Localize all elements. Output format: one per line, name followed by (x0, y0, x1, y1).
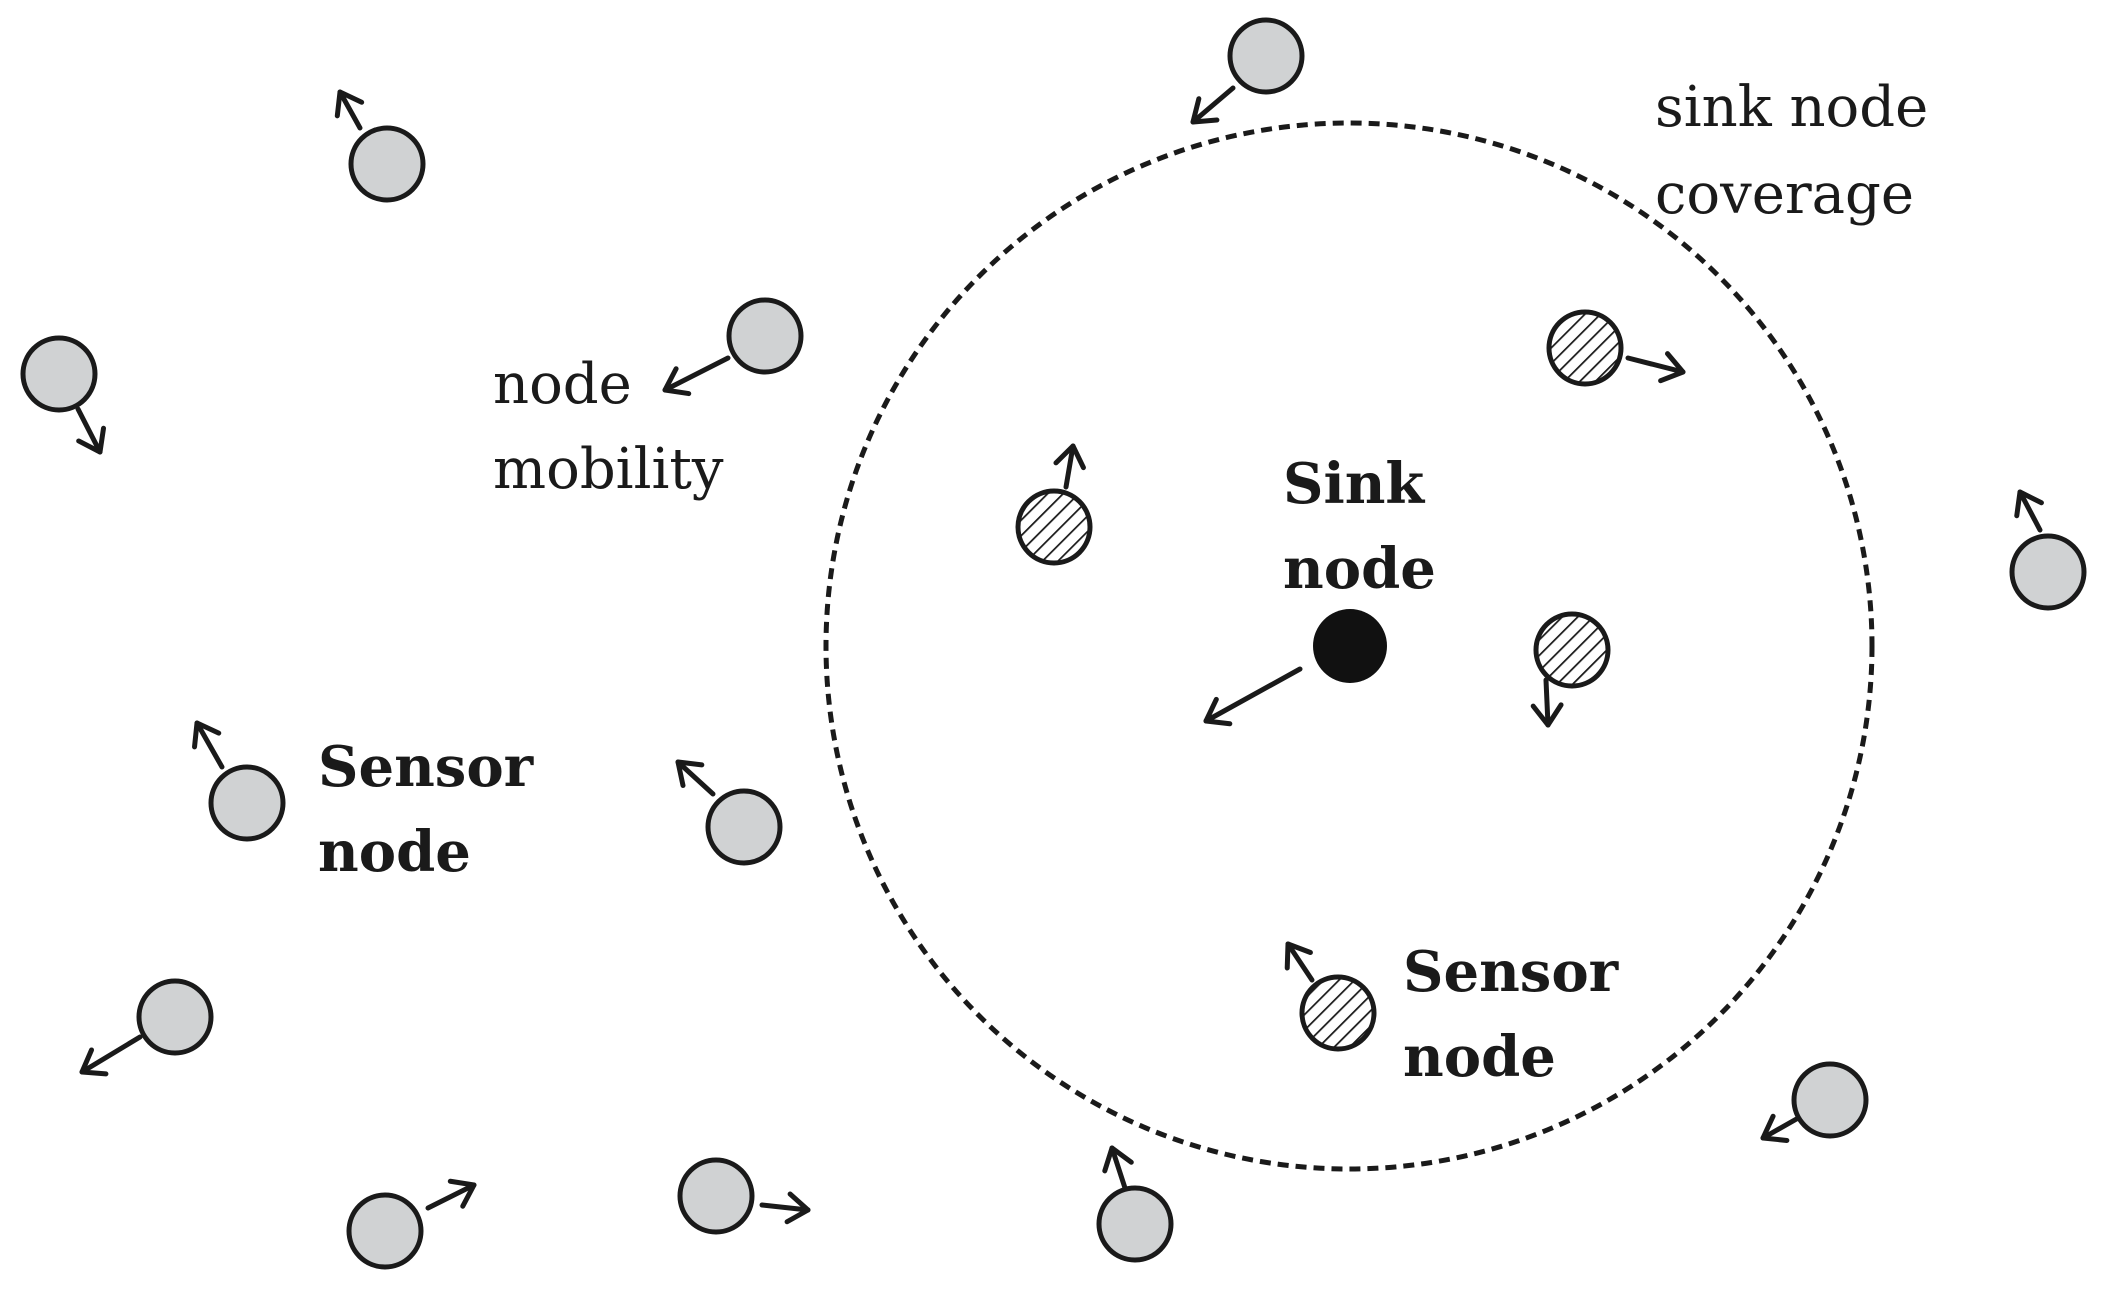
sensor-node-outside-coverage (705, 788, 783, 866)
arrow-head (79, 1047, 109, 1077)
arrow-head (447, 1178, 477, 1209)
arrow-shaft (1625, 355, 1686, 375)
arrow-shaft (337, 89, 363, 131)
arrow-shaft (759, 1202, 811, 1213)
arrow-shaft (1760, 1114, 1803, 1141)
mobility-arrow-13 (1053, 443, 1086, 490)
mobility-arrow-9 (1760, 1113, 1803, 1143)
sensor-node-outside-coverage (1791, 1061, 1869, 1139)
sink-node (1313, 609, 1387, 683)
mobility-arrow-12 (1102, 1145, 1134, 1191)
sensor-right-label-line2: node (1403, 1024, 1556, 1090)
mobility-arrow-6 (192, 720, 225, 770)
arrow-shaft (675, 759, 716, 797)
mobility-arrow-5 (2014, 489, 2044, 533)
mobility-arrow-8 (79, 1034, 143, 1077)
arrow-head (675, 759, 705, 788)
mobility-arrow-7 (675, 759, 716, 797)
arrow-shaft (79, 1034, 143, 1075)
sensor-node-in-coverage (1015, 488, 1093, 566)
mobility-arrow-10 (425, 1178, 477, 1211)
coverage-label-line2: coverage (1655, 162, 1914, 227)
mobility-arrow-2 (1190, 85, 1236, 125)
arrow-head (784, 1191, 811, 1225)
sensor-node-outside-coverage (677, 1157, 755, 1235)
sensor-node-in-coverage (1299, 974, 1377, 1052)
arrow-shaft (1190, 85, 1236, 125)
arrow-shaft (194, 720, 225, 770)
sink-label-line1: Sink (1283, 451, 1425, 517)
mobility-arrow-17 (1203, 666, 1303, 727)
arrow-head (2014, 489, 2044, 519)
arrow-shaft (2017, 489, 2043, 533)
sensor-node-outside-coverage (136, 978, 214, 1056)
sensor-right-label-line1: Sensor (1403, 939, 1620, 1005)
arrow-head (1530, 702, 1564, 728)
nodes-layer (20, 17, 2087, 1270)
mobility-arrow-16 (1284, 941, 1315, 983)
arrow-shaft (75, 406, 103, 455)
mobility-label-line1: node (493, 352, 632, 417)
coverage-label-line1: sink node (1655, 75, 1928, 140)
arrow-head (192, 720, 222, 750)
sensor-left-label-line1: Sensor (318, 734, 535, 800)
arrow-shaft (1203, 666, 1303, 724)
sink-coverage-circle (823, 120, 1875, 1172)
arrow-head (1053, 443, 1086, 471)
sensor-node-in-coverage (1546, 309, 1624, 387)
arrow-shaft (1285, 941, 1315, 983)
arrow-head (76, 425, 107, 455)
sensor-node-outside-coverage (2009, 533, 2087, 611)
arrow-head (1203, 696, 1233, 727)
mobility-arrow-3 (662, 355, 731, 397)
sensor-node-outside-coverage (726, 297, 804, 375)
arrow-shaft (425, 1182, 477, 1211)
arrow-head (1284, 941, 1313, 971)
sensor-node-in-coverage (1533, 611, 1611, 689)
arrow-shaft (1063, 443, 1076, 490)
arrow-shaft (1109, 1145, 1128, 1191)
mobility-label-line2: mobility (493, 437, 724, 502)
sink-label-line2: node (1283, 536, 1436, 602)
arrow-shaft (1543, 677, 1551, 728)
mobility-arrow-11 (759, 1191, 811, 1225)
sensor-node-outside-coverage (1096, 1185, 1174, 1263)
sensor-node-outside-coverage (1227, 17, 1305, 95)
sensor-node-outside-coverage (346, 1192, 424, 1270)
sensor-left-label-line2: node (318, 819, 471, 885)
arrow-shaft (662, 355, 731, 393)
arrow-head (334, 89, 365, 119)
arrow-head (662, 366, 692, 397)
mobility-arrow-14 (1625, 351, 1686, 384)
arrow-head (1658, 351, 1686, 384)
arrow-head (1760, 1113, 1790, 1143)
mobility-arrow-1 (334, 89, 365, 131)
sensor-node-outside-coverage (208, 764, 286, 842)
mobility-arrow-15 (1530, 677, 1564, 728)
mobility-arrow-4 (75, 406, 107, 455)
sensor-node-outside-coverage (348, 125, 426, 203)
arrow-head (1190, 96, 1220, 125)
mobility-arrows (75, 85, 2044, 1225)
arrow-head (1102, 1145, 1134, 1174)
sensor-node-outside-coverage (20, 335, 98, 413)
